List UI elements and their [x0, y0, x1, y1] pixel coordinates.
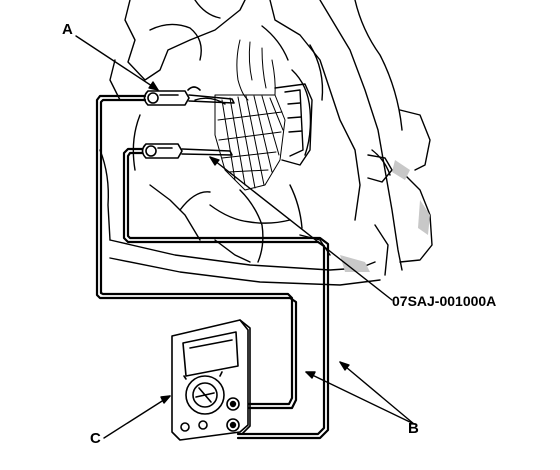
tool-part-number: 07SAJ-001000A — [392, 293, 497, 309]
leader-b-upper — [339, 361, 415, 425]
wire-harness-bundle — [214, 39, 286, 191]
callout-label-b: B — [408, 420, 419, 437]
backprobe-lower — [141, 143, 233, 159]
leader-c — [103, 395, 171, 439]
callout-label-a: A — [62, 21, 73, 38]
test-leads — [95, 94, 330, 440]
backprobe-upper — [143, 86, 235, 106]
ecm-connector — [274, 83, 313, 166]
leader-b-lower — [305, 371, 415, 425]
engine-bay-outline — [99, 0, 433, 286]
digital-multimeter — [171, 319, 251, 441]
callout-label-c: C — [90, 430, 101, 447]
leader-tool-code — [209, 156, 393, 301]
callout-leaders — [75, 35, 415, 439]
leader-a — [75, 35, 159, 91]
shaded-surfaces — [340, 160, 430, 272]
